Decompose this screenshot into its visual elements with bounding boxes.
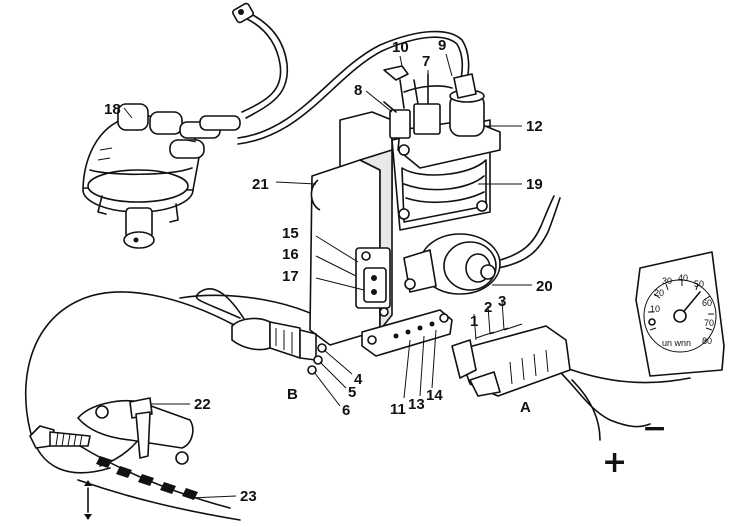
callout-5: 5 — [348, 384, 356, 401]
callout-21: 21 — [252, 176, 269, 193]
callout-7: 7 — [422, 53, 430, 70]
gauge-tick-60: 60 — [702, 298, 712, 308]
callout-3: 3 — [498, 293, 506, 310]
callout-13: 13 — [408, 396, 425, 413]
callout-10: 10 — [392, 39, 409, 56]
gauge-tick-30: 30 — [662, 276, 672, 286]
connector-label-b: B — [287, 386, 298, 403]
pickup-sensor-bracket — [29, 397, 194, 465]
gauge-tick-50: 50 — [694, 279, 704, 289]
tachometer-gauge: 10 20 30 40 50 60 70 80 un wnn — [635, 251, 725, 377]
callout-18: 18 — [104, 101, 121, 118]
gauge-tick-80: 80 — [702, 336, 712, 346]
callout-16: 16 — [282, 246, 299, 263]
callout-20: 20 — [536, 278, 553, 295]
polarity-plus: + — [602, 445, 627, 480]
callout-17: 17 — [282, 268, 299, 285]
callout-11: 11 — [390, 401, 406, 418]
reluctor-wheel — [77, 445, 241, 521]
leader-lines — [123, 53, 532, 499]
cables — [24, 13, 691, 474]
callout-labels: 18 21 8 10 7 9 12 19 15 16 17 20 1 2 3 4… — [104, 37, 667, 505]
top-cable-lug — [232, 2, 254, 24]
callout-22: 22 — [194, 396, 211, 413]
ignition-module-housing — [309, 65, 501, 357]
callout-14: 14 — [426, 387, 443, 404]
callout-12: 12 — [526, 118, 543, 135]
callout-23: 23 — [240, 488, 257, 505]
callout-2: 2 — [484, 299, 492, 316]
callout-6: 6 — [342, 402, 350, 419]
gauge-tick-10: 10 — [650, 304, 660, 314]
gauge-tick-40: 40 — [678, 273, 688, 283]
callout-19: 19 — [526, 176, 543, 193]
distributor-cap — [82, 103, 241, 249]
gauge-tick-70: 70 — [704, 318, 714, 328]
callout-15: 15 — [282, 225, 299, 242]
connector-label-a: A — [520, 399, 531, 416]
callout-1: 1 — [470, 313, 478, 330]
callout-4: 4 — [354, 371, 363, 388]
gauge-brand-text: un wnn — [662, 338, 691, 348]
callout-8: 8 — [354, 82, 362, 99]
callout-9: 9 — [438, 37, 446, 54]
polarity-minus: − — [642, 411, 667, 446]
connector-a-plug — [451, 323, 571, 397]
gauge-tick-20: 20 — [654, 288, 664, 298]
connector-b-plug — [231, 317, 327, 375]
